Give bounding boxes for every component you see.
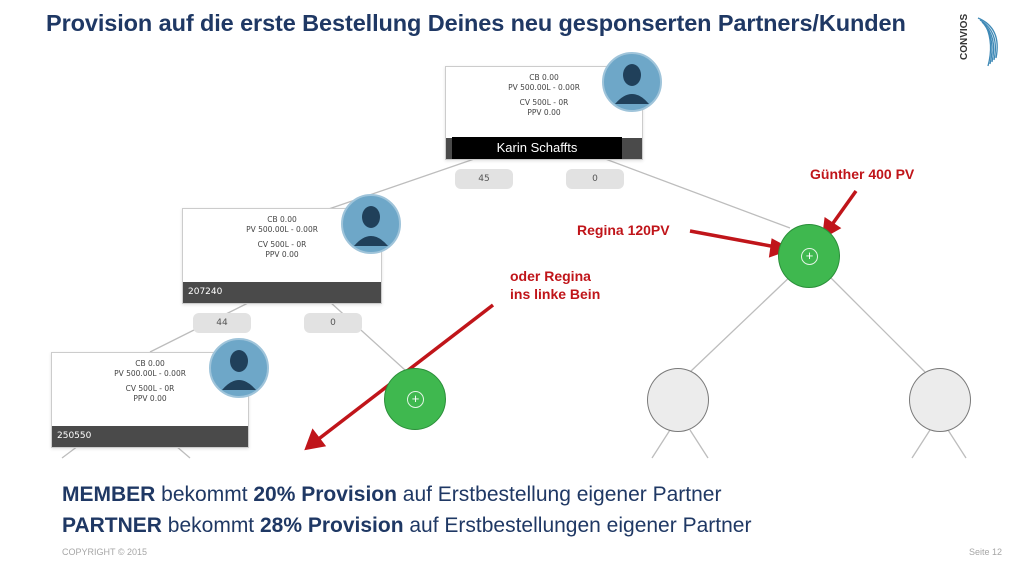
add-node-left-right[interactable]: + [384,368,446,430]
page-number: Seite 12 [968,547,1002,557]
left-right-count[interactable]: 0 [304,313,362,333]
copyright-text: COPYRIGHT © 2015 [62,547,147,557]
svg-text:CONVIOS: CONVIOS [959,14,970,60]
left-cv: CV 500L - 0R [257,240,307,249]
left-pv: PV 500.00L - 0.00R [246,225,318,234]
root-pv: PV 500.00L - 0.00R [508,83,580,92]
root-right-count[interactable]: 0 [566,169,624,189]
left-left-count[interactable]: 44 [193,313,251,333]
left-left-pv: PV 500.00L - 0.00R [114,369,186,378]
left-cb: CB 0.00 [267,215,297,224]
root-cv: CV 500L - 0R [519,98,569,107]
slide-title: Provision auf die erste Bestellung Deine… [46,10,906,36]
plus-icon: + [801,248,818,265]
left-ppv: PPV 0.00 [265,250,299,259]
convios-logo: CONVIOS [959,14,998,67]
root-left-count[interactable]: 45 [455,169,513,189]
add-node-root-right[interactable]: + [778,224,840,288]
left-id: 207240 [183,282,381,303]
root-ppv: PPV 0.00 [527,108,561,117]
root-name-label: Karin Schaffts [452,137,622,159]
plus-icon: + [407,391,424,408]
root-avatar-icon [602,52,662,112]
annotation-guenther: Günther 400 PV [810,166,915,182]
member-line: MEMBER bekommt 20% Provision auf Erstbes… [62,483,722,506]
left-left-cv: CV 500L - 0R [125,384,175,393]
annotation-regina-alt: oder Regina ins linke Bein [510,267,600,303]
empty-node-right-right[interactable] [909,368,971,432]
root-cb: CB 0.00 [529,73,559,82]
left-left-ppv: PPV 0.00 [133,394,167,403]
left-left-cb: CB 0.00 [135,359,165,368]
annotation-regina-alt-line1: oder Regina [510,268,591,284]
annotation-regina-alt-line2: ins linke Bein [510,286,601,302]
empty-node-right-left[interactable] [647,368,709,432]
left-avatar-icon [341,194,401,254]
left-left-avatar-icon [209,338,269,398]
commission-text: MEMBER bekommt 20% Provision auf Erstbes… [62,479,751,541]
annotation-regina: Regina 120PV [577,222,670,238]
partner-line: PARTNER bekommt 28% Provision auf Erstbe… [62,514,752,537]
left-left-id: 250550 [52,426,248,447]
